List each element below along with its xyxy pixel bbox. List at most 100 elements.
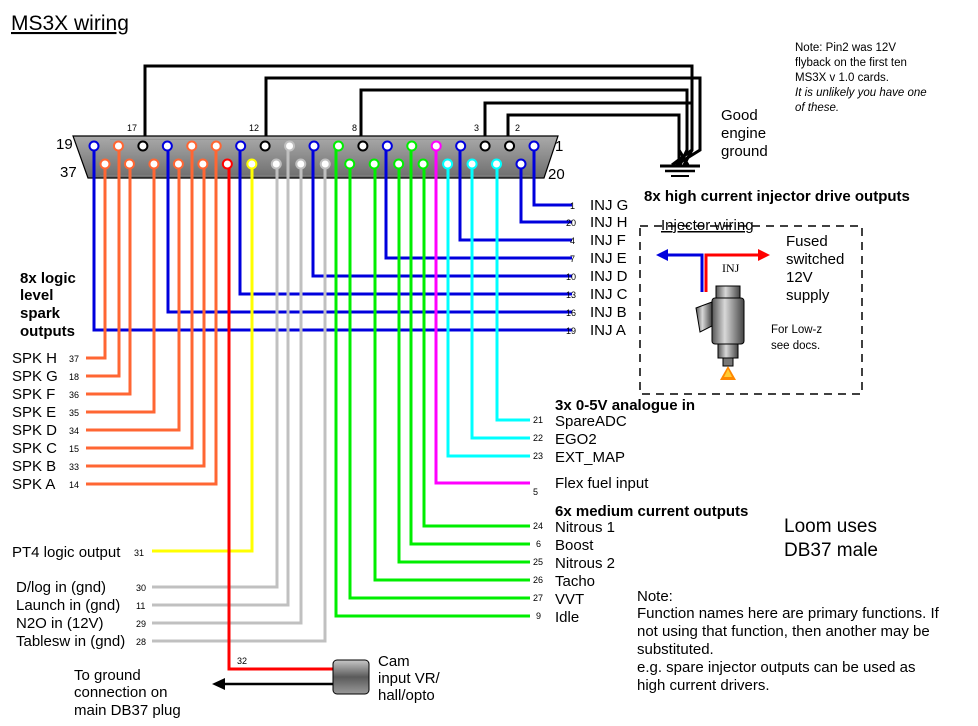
medium-pin: 27 bbox=[533, 593, 543, 603]
analogue-wires bbox=[446, 164, 530, 458]
flex-label: Flex fuel input bbox=[555, 475, 649, 492]
analogue-header: 3x 0-5V analogue in bbox=[555, 397, 695, 414]
injector-pin: 1 bbox=[570, 201, 575, 211]
injector-label: INJ F bbox=[590, 232, 626, 249]
svg-text:Good: Good bbox=[721, 107, 758, 124]
pin-label-37: 37 bbox=[60, 164, 77, 181]
connector-pin bbox=[270, 158, 282, 170]
connector-pin bbox=[295, 158, 307, 170]
ground-label: Good engine ground bbox=[721, 107, 768, 160]
medium-wires bbox=[334, 146, 530, 618]
spark-wires bbox=[86, 146, 218, 486]
connector-pin bbox=[186, 140, 198, 152]
analogue-label: SpareADC bbox=[555, 413, 627, 430]
pin-label-20: 20 bbox=[548, 166, 565, 183]
spark-label: SPK H bbox=[12, 350, 57, 367]
switch-pin: 11 bbox=[136, 601, 145, 611]
spark-pin: 36 bbox=[69, 390, 79, 400]
spark-label: SPK F bbox=[12, 386, 55, 403]
cam-pin: 32 bbox=[237, 656, 247, 666]
cam-label: Cam input VR/ hall/opto bbox=[378, 653, 441, 704]
svg-text:To ground: To ground bbox=[74, 667, 141, 684]
connector-pin bbox=[172, 158, 184, 170]
note-line: of these. bbox=[795, 102, 839, 114]
connector-pin bbox=[88, 140, 100, 152]
svg-text:main DB37 plug: main DB37 plug bbox=[74, 702, 181, 719]
connector-pin bbox=[528, 140, 540, 152]
inj-tag: INJ bbox=[722, 261, 740, 275]
switch-pin: 30 bbox=[136, 583, 146, 593]
medium-label: Tacho bbox=[555, 573, 595, 590]
analogue-input-list: 21 SpareADC 22 EGO2 23 EXT_MAP bbox=[533, 413, 627, 466]
ground-wires bbox=[143, 64, 702, 177]
medium-pin: 26 bbox=[533, 575, 543, 585]
spark-label: SPK D bbox=[12, 422, 57, 439]
connector-pin bbox=[417, 158, 429, 170]
pin-marker-2: 2 bbox=[515, 123, 520, 133]
injector-pin: 16 bbox=[566, 308, 576, 318]
connector-pin bbox=[491, 158, 503, 170]
injector-header: 8x high current injector drive outputs bbox=[644, 188, 910, 205]
svg-text:high current drivers.: high current drivers. bbox=[637, 677, 770, 694]
medium-pin: 24 bbox=[533, 521, 543, 531]
injector-label: INJ B bbox=[590, 304, 627, 321]
switch-pin: 28 bbox=[136, 637, 146, 647]
medium-pin: 25 bbox=[533, 557, 543, 567]
svg-text:supply: supply bbox=[786, 287, 830, 304]
connector-pin bbox=[504, 140, 516, 152]
note-line: MS3X v 1.0 cards. bbox=[795, 72, 889, 84]
spark-pin: 37 bbox=[69, 354, 79, 364]
connector-pin bbox=[210, 140, 222, 152]
svg-text:spark: spark bbox=[20, 305, 61, 322]
svg-text:8x logic: 8x logic bbox=[20, 270, 76, 287]
svg-text:outputs: outputs bbox=[20, 323, 75, 340]
medium-pin: 6 bbox=[536, 539, 541, 549]
svg-text:switched: switched bbox=[786, 251, 844, 268]
svg-text:engine: engine bbox=[721, 125, 766, 142]
connector-pin bbox=[246, 158, 258, 170]
connector-pin bbox=[332, 140, 344, 152]
switch-input-wires bbox=[152, 146, 327, 643]
connector-pin bbox=[99, 158, 111, 170]
injector-label: INJ A bbox=[590, 322, 626, 339]
page-title: MS3X wiring bbox=[11, 12, 129, 35]
flex-wire bbox=[434, 146, 530, 485]
svg-text:level: level bbox=[20, 287, 53, 304]
note-line: It is unlikely you have one bbox=[795, 87, 927, 99]
analogue-label: EGO2 bbox=[555, 431, 597, 448]
injector-wiring-box: Injector wiring Fused switched 12V suppl… bbox=[639, 217, 863, 395]
note-line: Note: Pin2 was 12V bbox=[795, 42, 896, 54]
connector-pin bbox=[221, 158, 233, 170]
analogue-pin: 23 bbox=[533, 451, 543, 461]
injector-pin: 10 bbox=[566, 272, 576, 282]
medium-pin: 9 bbox=[536, 611, 541, 621]
svg-text:DB37 male: DB37 male bbox=[784, 540, 878, 561]
injector-pin: 13 bbox=[566, 290, 576, 300]
svg-text:hall/opto: hall/opto bbox=[378, 687, 435, 704]
connector-pin bbox=[515, 158, 527, 170]
switch-input-list: D/log in (gnd) 30 Launch in (gnd) 11 N2O… bbox=[16, 579, 146, 650]
switch-label: N2O in (12V) bbox=[16, 615, 104, 632]
injector-label: INJ H bbox=[590, 214, 628, 231]
cam-wire bbox=[227, 164, 333, 671]
connector-pin bbox=[344, 158, 356, 170]
medium-label: Idle bbox=[555, 609, 579, 626]
spark-header: 8x logic level spark outputs bbox=[20, 270, 76, 340]
svg-text:Cam: Cam bbox=[378, 653, 410, 670]
red-arrow bbox=[704, 253, 760, 292]
spark-pin: 15 bbox=[69, 444, 79, 454]
spark-label: SPK B bbox=[12, 458, 56, 475]
pin-marker-8: 8 bbox=[352, 123, 357, 133]
switch-label: Tablesw in (gnd) bbox=[16, 633, 125, 650]
connector-pin bbox=[112, 140, 124, 152]
note-line: flyback on the first ten bbox=[795, 57, 907, 69]
connector-pin bbox=[406, 140, 418, 152]
injector-pin: 20 bbox=[566, 218, 576, 228]
injector-label: INJ E bbox=[590, 250, 627, 267]
connector-pin bbox=[137, 140, 149, 152]
connector-pin bbox=[161, 140, 173, 152]
cam-sensor-icon bbox=[332, 659, 370, 695]
connector-pin bbox=[148, 158, 160, 170]
connector-pin bbox=[259, 140, 271, 152]
